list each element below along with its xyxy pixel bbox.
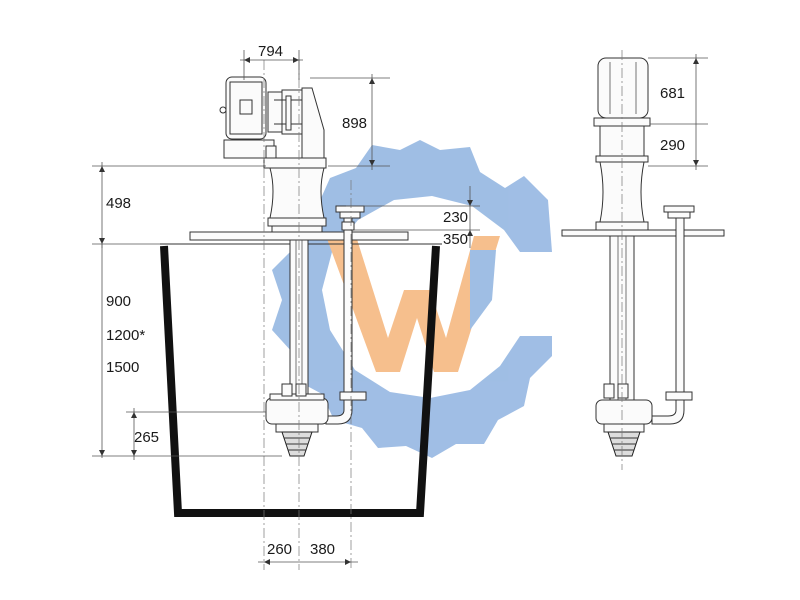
right-view-dimensions: 681 290 [648, 54, 708, 170]
pump-casing [265, 397, 329, 425]
side-pump-column [609, 235, 635, 401]
dim-230-label: 230 [443, 209, 468, 226]
left-view-dimensions: 794 898 498 900 1200* 1500 265 230 350 2… [92, 43, 480, 563]
side-motor-body [597, 57, 649, 119]
dim-681-label: 681 [660, 85, 685, 102]
side-mounting-plate [561, 229, 725, 237]
watermark-gear-shape [272, 140, 552, 458]
dim-290-label: 290 [660, 137, 685, 154]
dim-260-label: 260 [267, 541, 292, 558]
dim-380-label: 380 [310, 541, 335, 558]
dim-1500-label: 1500 [106, 359, 139, 376]
dimension-arrows [99, 57, 699, 565]
side-discharge-pipe [675, 217, 685, 395]
dim-794-label: 794 [258, 43, 283, 60]
watermark-c-blue [470, 250, 496, 330]
side-pump-casing [595, 399, 653, 425]
dim-1200-label: 1200* [106, 327, 145, 344]
watermark-logo [272, 140, 552, 458]
motor-stand [301, 87, 325, 167]
dim-265-label: 265 [134, 429, 159, 446]
dim-350-label: 350 [443, 231, 468, 248]
watermark-w-orange [326, 236, 500, 372]
dim-498-label: 498 [106, 195, 131, 212]
dim-898-label: 898 [342, 115, 367, 132]
bearing-housing [269, 167, 325, 219]
pump-side-view [561, 50, 725, 470]
pump-front-view [160, 60, 442, 570]
dim-900-label: 900 [106, 293, 131, 310]
